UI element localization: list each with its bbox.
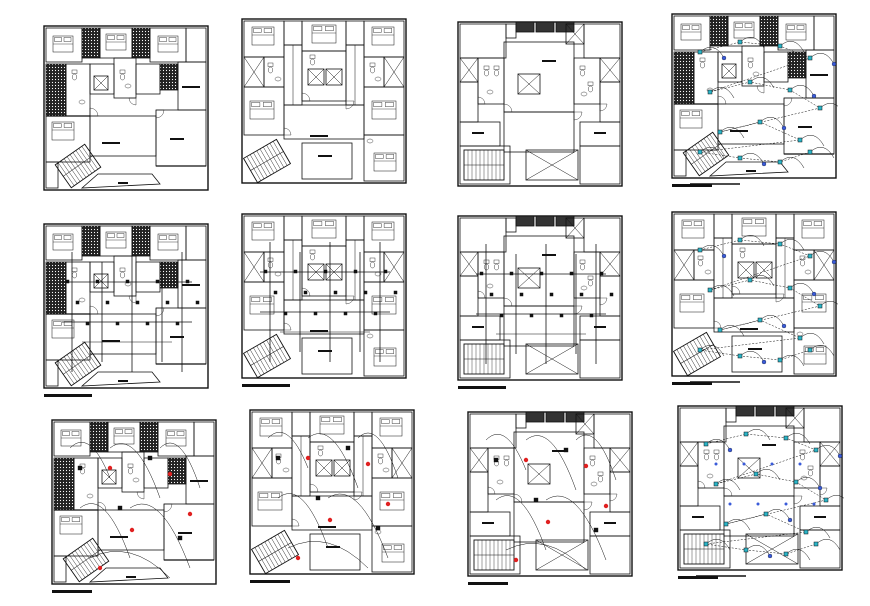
drawing-title-bar	[242, 384, 290, 387]
floor-plan-r2c4	[670, 210, 838, 392]
floor-plan-r2c1	[42, 222, 210, 404]
drawing-title-bar	[672, 184, 712, 187]
drawing-title-bar	[250, 580, 290, 583]
floor-plan-r3c2	[248, 408, 416, 590]
plan-drawing	[43, 223, 209, 389]
plan-drawing	[467, 411, 633, 577]
plan-drawing	[671, 211, 838, 383]
drawing-title-bar	[468, 582, 508, 585]
floor-plan-r1c4	[670, 12, 838, 194]
floor-plan-r2c2	[240, 212, 408, 394]
plan-drawing	[51, 419, 217, 585]
plan-drawing	[457, 21, 623, 187]
drawing-title-bar	[672, 382, 712, 385]
floor-plan-r3c1	[50, 418, 218, 600]
drawing-title-bar	[52, 590, 92, 593]
floor-plan-r1c3	[456, 20, 624, 202]
drawing-title-bar	[44, 394, 92, 397]
floor-plan-r3c3	[466, 410, 634, 592]
floor-plan-r1c1	[42, 24, 210, 206]
plan-drawing	[249, 409, 415, 575]
drawing-title-bar	[678, 576, 718, 579]
floor-plan-r2c3	[456, 214, 624, 396]
floor-plan-r1c2	[240, 17, 408, 199]
plan-drawing	[43, 25, 209, 191]
plan-drawing	[671, 13, 838, 185]
floor-plan-r3c4	[676, 404, 844, 586]
plan-drawing	[457, 215, 623, 381]
drawing-title-bar	[458, 386, 506, 389]
plan-drawing	[677, 405, 844, 577]
plan-drawing	[241, 213, 407, 379]
plan-drawing	[241, 18, 407, 184]
